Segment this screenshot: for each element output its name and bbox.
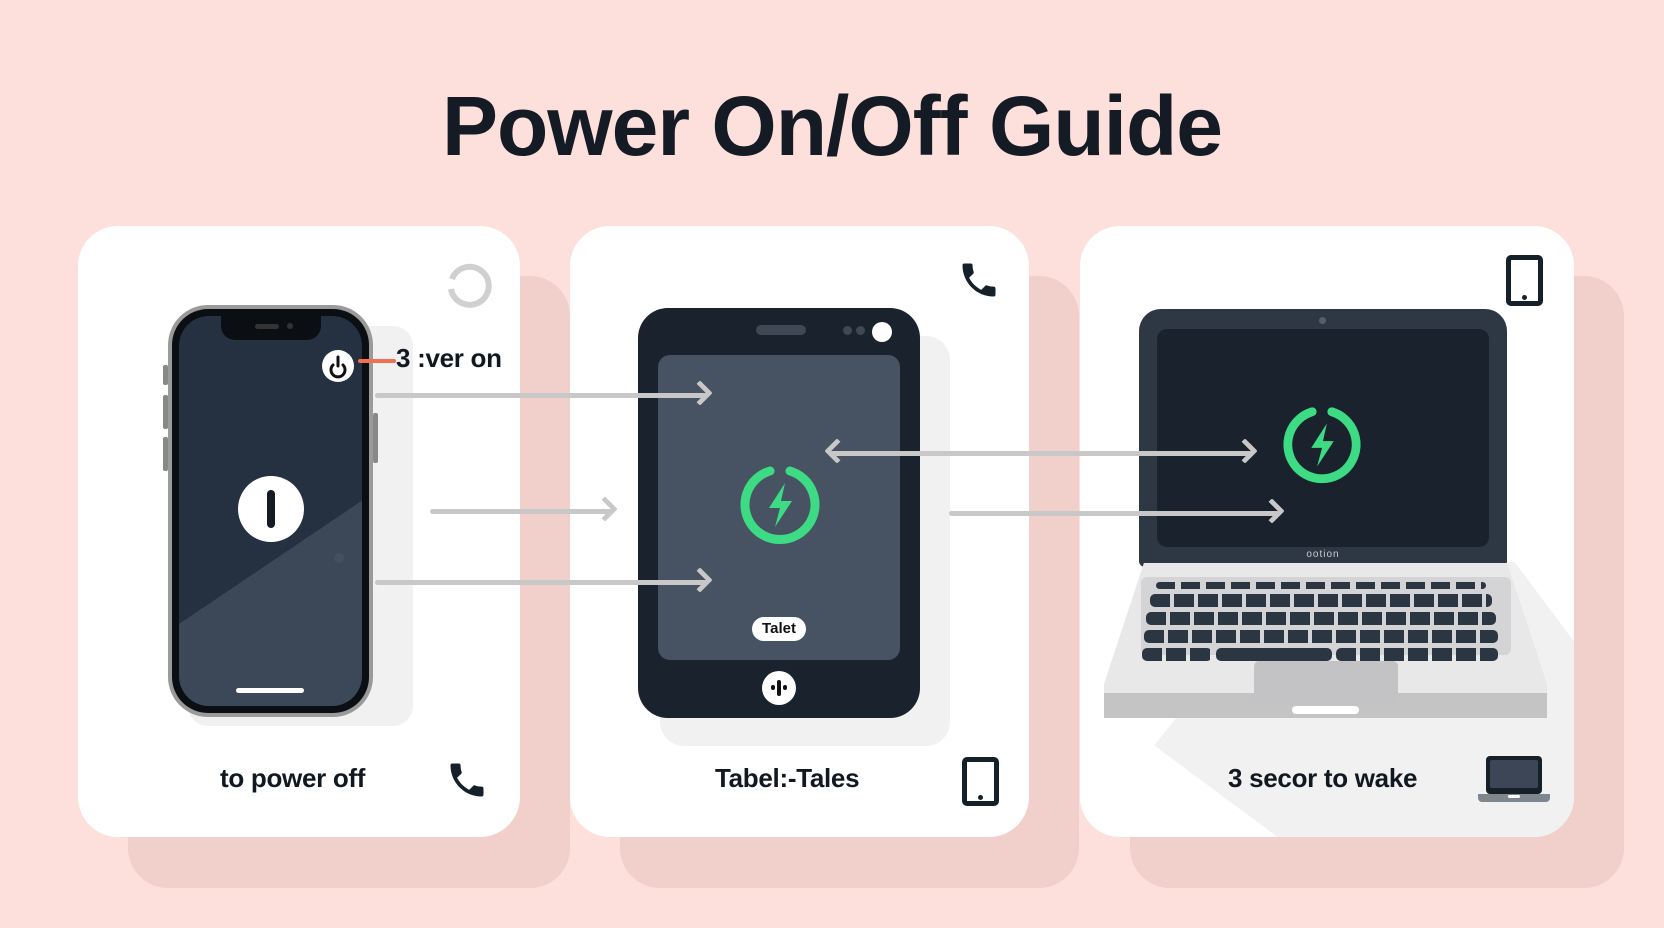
- tablet-screen: Talet: [658, 355, 900, 660]
- callout-label: 3 :ver on: [396, 343, 502, 373]
- connector-arrow: [375, 380, 713, 406]
- notch: [221, 316, 321, 340]
- phone-card: 3 :ver on to power off: [78, 226, 520, 837]
- page-title: Power On/Off Guide: [441, 79, 1223, 173]
- connector-arrow: [430, 496, 618, 522]
- tablet-device: Talet: [638, 308, 920, 718]
- laptop-lid: ootion: [1139, 309, 1507, 567]
- connector-double-arrow: [824, 438, 1258, 464]
- power-button-icon[interactable]: [238, 476, 304, 542]
- bezel-label: ootion: [1306, 549, 1340, 560]
- screen-badge: Talet: [752, 617, 806, 641]
- phone-screen: [179, 316, 362, 706]
- trackpad[interactable]: [1254, 661, 1398, 705]
- tablet-card: Talet Tabel:-Tales: [570, 226, 1029, 837]
- card-caption: Tabel:-Tales: [715, 763, 860, 793]
- laptop-card: ootion 3 secor to wake: [1080, 226, 1574, 837]
- phone-handset-icon: [962, 263, 996, 297]
- tablet-icon: [1506, 255, 1543, 306]
- ring-icon: [448, 263, 492, 308]
- home-button[interactable]: [762, 671, 796, 705]
- green-power-bolt-icon: [1283, 407, 1361, 484]
- card-caption: to power off: [220, 763, 366, 793]
- connector-arrow: [375, 567, 713, 593]
- camera-dot: [872, 322, 892, 342]
- laptop-icon: [1478, 756, 1550, 804]
- small-power-icon[interactable]: [322, 350, 354, 382]
- tablet-icon: [962, 757, 999, 806]
- webcam: [1319, 317, 1326, 324]
- home-indicator: [236, 688, 304, 693]
- laptop-screen: [1157, 329, 1489, 547]
- phone-device: [163, 305, 378, 717]
- green-power-bolt-icon: [740, 466, 820, 544]
- callout-line: [358, 359, 396, 363]
- card-caption: 3 secor to wake: [1228, 763, 1418, 793]
- phone-handset-icon: [450, 763, 484, 797]
- connector-arrow: [949, 498, 1285, 524]
